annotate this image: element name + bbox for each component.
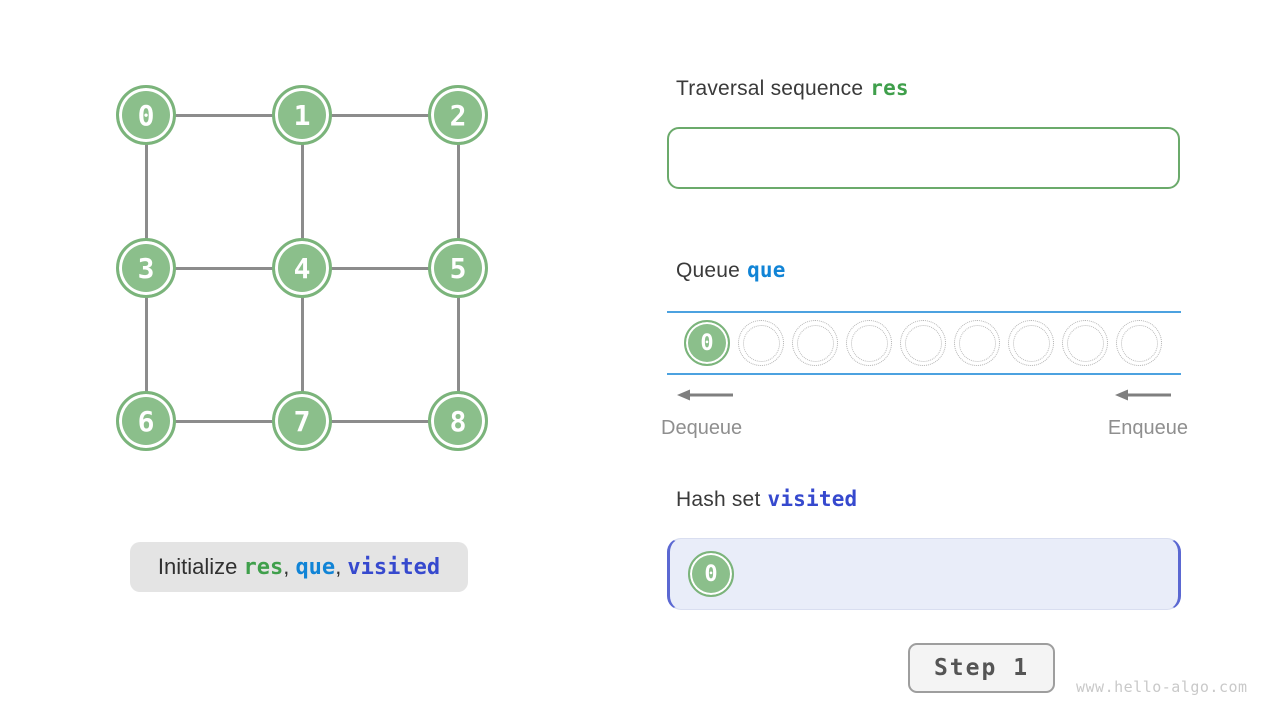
- hashset-heading-label: Hash set: [676, 488, 761, 511]
- traversal-heading-label: Traversal sequence: [676, 77, 864, 100]
- dequeue-label: Dequeue: [661, 417, 743, 439]
- hashset-box: 0: [667, 538, 1181, 610]
- traversal-var-name: res: [870, 76, 909, 100]
- queue-empty-slot-inner: [1120, 324, 1158, 362]
- graph-edge: [144, 268, 148, 421]
- graph-edge: [300, 115, 304, 268]
- graph-canvas: 0 1 2 3 4 5 6 7 8: [0, 0, 560, 500]
- queue-empty-slot-inner: [850, 324, 888, 362]
- queue-empty-slot: [1008, 320, 1054, 366]
- caption-box: Initialize res, que, visited: [130, 542, 468, 592]
- caption-segment: visited: [347, 554, 441, 580]
- queue-empty-slot: [1062, 320, 1108, 366]
- graph-edge: [146, 419, 302, 423]
- graph-edge: [456, 115, 460, 268]
- hashset-heading: Hash set visited: [676, 487, 857, 512]
- queue-var-name: que: [747, 258, 786, 282]
- queue-heading-label: Queue: [676, 259, 741, 282]
- queue-empty-slot: [846, 320, 892, 366]
- queue-empty-slot-inner: [1066, 324, 1104, 362]
- graph-edge: [144, 115, 148, 268]
- traversal-sequence-box: [667, 127, 1180, 189]
- graph-node-2: 2: [428, 85, 488, 145]
- graph-node-6: 6: [116, 391, 176, 451]
- queue-empty-slot-inner: [904, 324, 942, 362]
- caption-segment: ,: [335, 554, 348, 579]
- step-button[interactable]: Step 1: [908, 643, 1055, 693]
- caption-segment: ,: [283, 554, 296, 579]
- queue-empty-slot-inner: [1012, 324, 1050, 362]
- queue-empty-slot-inner: [958, 324, 996, 362]
- dequeue-arrow-left-icon: [677, 389, 733, 401]
- caption-segment: que: [295, 554, 336, 580]
- graph-edge: [302, 113, 458, 117]
- hashset-item-0: 0: [688, 551, 734, 597]
- graph-edge: [302, 419, 458, 423]
- graph-node-4: 4: [272, 238, 332, 298]
- queue-empty-slot: [738, 320, 784, 366]
- graph-edge: [456, 268, 460, 421]
- queue-empty-slot-inner: [742, 324, 780, 362]
- queue-track: 0: [667, 311, 1181, 375]
- queue-heading: Queue que: [676, 258, 786, 283]
- graph-edge: [300, 268, 304, 421]
- hashset-var-name: visited: [767, 487, 858, 511]
- queue-empty-slot: [1116, 320, 1162, 366]
- enqueue-arrow-left-icon: [1115, 389, 1171, 401]
- traversal-heading: Traversal sequence res: [676, 76, 909, 101]
- graph-node-0: 0: [116, 85, 176, 145]
- graph-edge: [146, 113, 302, 117]
- graph-node-1: 1: [272, 85, 332, 145]
- queue-item-0: 0: [684, 320, 730, 366]
- caption-segment: res: [243, 554, 284, 580]
- graph-node-8: 8: [428, 391, 488, 451]
- graph-edge: [146, 266, 302, 270]
- queue-empty-slot: [792, 320, 838, 366]
- graph-edge: [302, 266, 458, 270]
- graph-node-7: 7: [272, 391, 332, 451]
- graph-node-5: 5: [428, 238, 488, 298]
- queue-empty-slot: [954, 320, 1000, 366]
- watermark: www.hello-algo.com: [1076, 678, 1248, 696]
- graph-node-3: 3: [116, 238, 176, 298]
- queue-empty-slot-inner: [796, 324, 834, 362]
- caption-segment: Initialize: [157, 554, 244, 579]
- enqueue-label: Enqueue: [1107, 417, 1188, 439]
- queue-empty-slot: [900, 320, 946, 366]
